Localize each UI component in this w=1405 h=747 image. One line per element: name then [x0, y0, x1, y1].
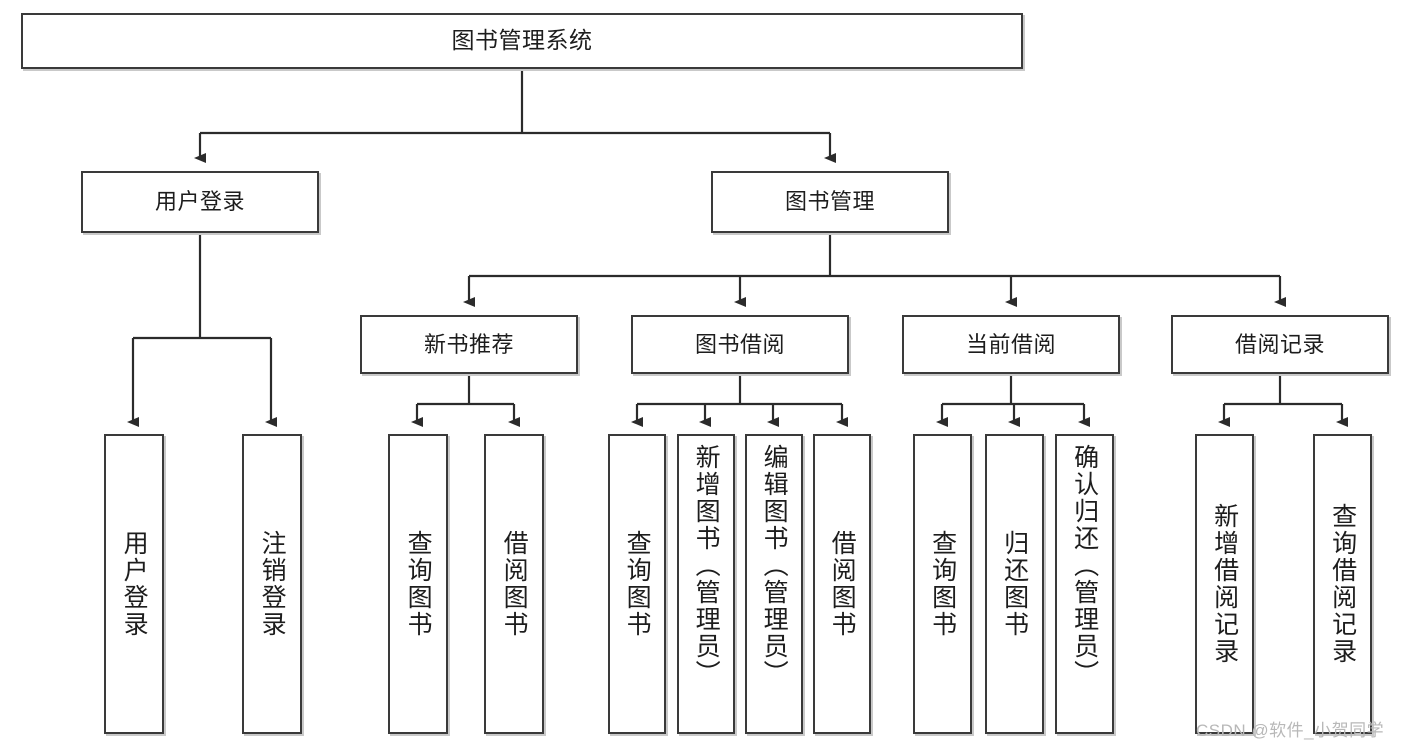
- node-label: 用户登录: [154, 189, 245, 215]
- node-label: 借阅图书: [500, 530, 529, 638]
- node-new-book-recommend[interactable]: 新书推荐: [360, 315, 578, 374]
- leaf-current-query-book[interactable]: 查询图书: [913, 434, 972, 734]
- csdn-watermark: CSDN @软件_小贺同学: [1196, 721, 1385, 740]
- node-label: 归还图书: [1000, 530, 1029, 638]
- node-label: 借阅图书: [828, 530, 857, 638]
- node-label: 编辑图书（管理员）: [760, 444, 789, 687]
- node-label: 查询图书: [928, 530, 957, 638]
- node-user-login[interactable]: 用户登录: [81, 171, 319, 233]
- node-label: 借阅记录: [1234, 331, 1325, 357]
- node-label: 图书管理: [784, 189, 875, 215]
- node-label: 查询借阅记录: [1328, 503, 1357, 665]
- node-label: 用户登录: [120, 530, 149, 638]
- leaf-current-confirm-return-admin[interactable]: 确认归还（管理员）: [1055, 434, 1114, 734]
- node-label: 新书推荐: [423, 331, 514, 357]
- leaf-recommend-borrow-book[interactable]: 借阅图书: [484, 434, 544, 734]
- node-label: 确认归还（管理员）: [1070, 444, 1099, 687]
- leaf-record-query-record[interactable]: 查询借阅记录: [1313, 434, 1372, 734]
- leaf-recommend-query-book[interactable]: 查询图书: [388, 434, 448, 734]
- node-label: 查询图书: [623, 530, 652, 638]
- node-label: 图书管理系统: [451, 27, 593, 54]
- leaf-current-return-book[interactable]: 归还图书: [985, 434, 1044, 734]
- node-book-borrow[interactable]: 图书借阅: [631, 315, 849, 374]
- node-label: 图书借阅: [694, 331, 785, 357]
- node-label: 新增图书（管理员）: [692, 444, 721, 687]
- leaf-borrow-edit-book-admin[interactable]: 编辑图书（管理员）: [745, 434, 803, 734]
- leaf-user-logout[interactable]: 注销登录: [242, 434, 302, 734]
- node-root-system[interactable]: 图书管理系统: [21, 13, 1023, 69]
- node-borrow-record[interactable]: 借阅记录: [1171, 315, 1389, 374]
- node-label: 查询图书: [404, 530, 433, 638]
- leaf-borrow-add-book-admin[interactable]: 新增图书（管理员）: [677, 434, 735, 734]
- leaf-record-add-record[interactable]: 新增借阅记录: [1195, 434, 1254, 734]
- node-label: 当前借阅: [965, 331, 1056, 357]
- node-label: 新增借阅记录: [1210, 503, 1239, 665]
- node-current-borrow[interactable]: 当前借阅: [902, 315, 1120, 374]
- node-book-management[interactable]: 图书管理: [711, 171, 949, 233]
- node-label: 注销登录: [258, 530, 287, 638]
- leaf-borrow-borrow-book[interactable]: 借阅图书: [813, 434, 871, 734]
- leaf-borrow-query-book[interactable]: 查询图书: [608, 434, 666, 734]
- leaf-user-login[interactable]: 用户登录: [104, 434, 164, 734]
